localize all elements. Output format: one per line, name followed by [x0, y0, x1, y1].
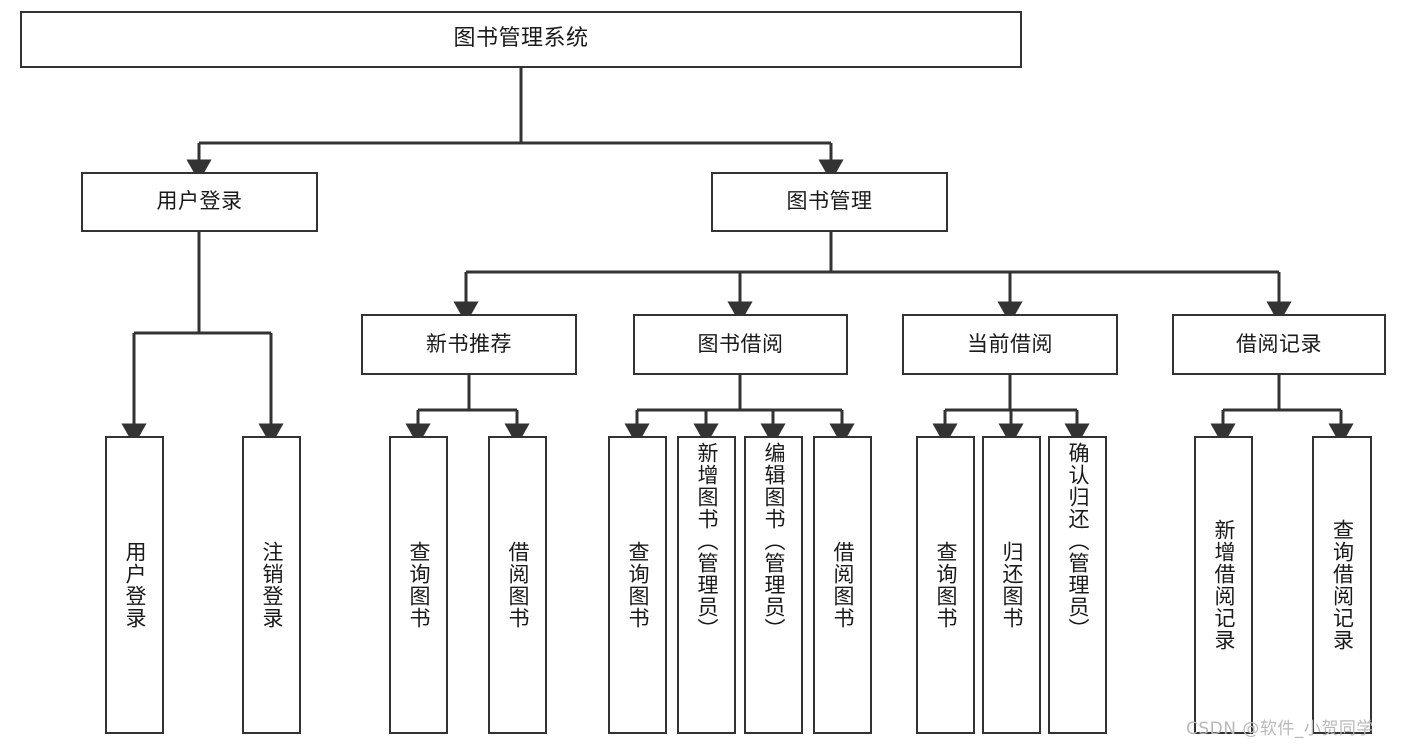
leaf-book-borrow-edit-label: 编辑图书（管理员）: [761, 442, 786, 640]
node-current-borrow[interactable]: 当前借阅: [902, 314, 1118, 375]
node-book-management[interactable]: 图书管理: [711, 172, 948, 232]
leaf-borrow-record-query-label: 查询借阅记录: [1330, 519, 1355, 651]
leaf-user-login-login[interactable]: 用户登录: [105, 436, 164, 734]
node-new-book-recommend-label: 新书推荐: [426, 331, 512, 356]
node-borrow-record[interactable]: 借阅记录: [1172, 314, 1386, 375]
leaf-new-book-borrow[interactable]: 借阅图书: [488, 436, 547, 734]
leaf-current-borrow-confirm-return-label: 确认归还（管理员）: [1065, 442, 1090, 640]
leaf-book-borrow-add-label: 新增图书（管理员）: [694, 442, 719, 640]
leaf-book-borrow-add[interactable]: 新增图书（管理员）: [677, 436, 736, 734]
csdn-watermark: CSDN @软件_小贺同学: [1186, 719, 1374, 739]
leaf-borrow-record-add[interactable]: 新增借阅记录: [1194, 436, 1253, 734]
node-book-borrow[interactable]: 图书借阅: [633, 314, 848, 375]
node-book-borrow-label: 图书借阅: [697, 331, 784, 356]
node-user-login-label: 用户登录: [156, 189, 243, 214]
node-root-book-management-system[interactable]: 图书管理系统: [20, 11, 1022, 68]
leaf-current-borrow-return[interactable]: 归还图书: [982, 436, 1041, 734]
leaf-user-login-login-label: 用户登录: [122, 541, 147, 629]
leaf-borrow-record-add-label: 新增借阅记录: [1211, 519, 1236, 651]
leaf-current-borrow-return-label: 归还图书: [999, 541, 1024, 629]
leaf-user-login-logout[interactable]: 注销登录: [242, 436, 301, 734]
leaf-current-borrow-confirm-return[interactable]: 确认归还（管理员）: [1048, 436, 1107, 734]
leaf-current-borrow-query-label: 查询图书: [933, 541, 958, 629]
leaf-current-borrow-query[interactable]: 查询图书: [916, 436, 975, 734]
leaf-book-borrow-query[interactable]: 查询图书: [608, 436, 667, 734]
leaf-book-borrow-borrow-label: 借阅图书: [830, 541, 855, 629]
leaf-new-book-borrow-label: 借阅图书: [505, 541, 530, 629]
leaf-borrow-record-query[interactable]: 查询借阅记录: [1312, 436, 1372, 734]
node-book-management-label: 图书管理: [786, 189, 873, 214]
node-new-book-recommend[interactable]: 新书推荐: [361, 314, 577, 375]
node-borrow-record-label: 借阅记录: [1236, 331, 1322, 356]
leaf-new-book-query[interactable]: 查询图书: [389, 436, 448, 734]
leaf-book-borrow-query-label: 查询图书: [625, 541, 650, 629]
node-root-label: 图书管理系统: [453, 26, 589, 52]
leaf-book-borrow-borrow[interactable]: 借阅图书: [813, 436, 872, 734]
node-user-login[interactable]: 用户登录: [81, 172, 318, 232]
leaf-user-login-logout-label: 注销登录: [259, 541, 284, 629]
leaf-new-book-query-label: 查询图书: [406, 541, 431, 629]
node-current-borrow-label: 当前借阅: [967, 331, 1053, 356]
leaf-book-borrow-edit[interactable]: 编辑图书（管理员）: [744, 436, 803, 734]
